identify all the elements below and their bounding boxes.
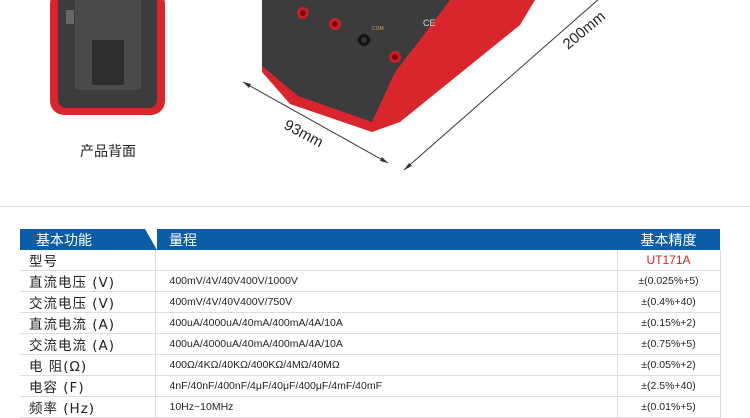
- table-row: 电 阻(Ω)400Ω/4KΩ/40KΩ/400KΩ/4MΩ/40MΩ±(0.05…: [20, 354, 721, 376]
- table-row: 电容 (F)4nF/40nF/400nF/4μF/40μF/400μF/4mF/…: [20, 375, 721, 397]
- accuracy-cell: ±(2.5%+40): [617, 375, 721, 397]
- multimeter-back-image: [50, 0, 165, 115]
- function-cell: 型号: [20, 250, 156, 271]
- multimeter-front-image: COM CE: [262, 0, 535, 132]
- table-row: 直流电压 (V)400mV/4V/40V400V/1000V±(0.025%+5…: [20, 270, 721, 292]
- range-cell: 400Ω/4KΩ/40KΩ/400KΩ/4MΩ/40MΩ: [155, 354, 618, 376]
- model-value: UT171A: [617, 250, 721, 271]
- accuracy-cell: ±(0.15%+2): [617, 312, 721, 334]
- accuracy-cell: ±(0.05%+2): [617, 354, 721, 376]
- header-notch: [145, 229, 157, 250]
- table-row: 直流电流 (A)400uA/4000uA/40mA/400mA/4A/10A±(…: [20, 312, 721, 334]
- header-range: 量程: [155, 229, 617, 250]
- width-label: 93mm: [281, 117, 326, 152]
- height-label: 200mm: [560, 8, 609, 53]
- accuracy-cell: ±(0.4%+40): [617, 291, 721, 313]
- range-cell: 4nF/40nF/400nF/4μF/40μF/400μF/4mF/40mF: [155, 375, 618, 397]
- range-cell: [155, 250, 618, 271]
- header-function-label: 基本功能: [36, 232, 92, 249]
- accuracy-cell: ±(0.75%+5): [617, 333, 721, 355]
- range-cell: 400mV/4V/40V400V/1000V: [155, 270, 618, 292]
- com-label: COM: [372, 26, 384, 32]
- ce-mark: CE: [423, 18, 436, 28]
- function-cell: 交流电压 (V): [20, 291, 156, 313]
- header-function: 基本功能: [20, 229, 157, 250]
- table-header: 基本功能 量程 基本精度: [20, 229, 720, 250]
- table-row: 交流电流 (A)400uA/4000uA/40mA/400mA/4A/10A±(…: [20, 333, 721, 355]
- function-cell: 电容 (F): [20, 375, 156, 397]
- function-cell: 交流电流 (A): [20, 333, 156, 355]
- range-cell: 400mV/4V/40V400V/750V: [155, 291, 618, 313]
- function-cell: 直流电压 (V): [20, 270, 156, 292]
- product-photos: COM CE 93mm 200mm: [50, 0, 609, 171]
- back-caption: 产品背面: [80, 144, 136, 160]
- header-accuracy: 基本精度: [617, 229, 720, 250]
- accuracy-cell: ±(0.025%+5): [617, 270, 721, 292]
- function-cell: 电 阻(Ω): [20, 354, 156, 376]
- range-cell: 400uA/4000uA/40mA/400mA/4A/10A: [155, 312, 618, 334]
- table-row: 型号 UT171A: [20, 250, 721, 271]
- function-cell: 直流电流 (A): [20, 312, 156, 334]
- table-row: 交流电压 (V)400mV/4V/40V400V/750V±(0.4%+40): [20, 291, 721, 313]
- divider: [0, 206, 750, 207]
- range-cell: 400uA/4000uA/40mA/400mA/4A/10A: [155, 333, 618, 355]
